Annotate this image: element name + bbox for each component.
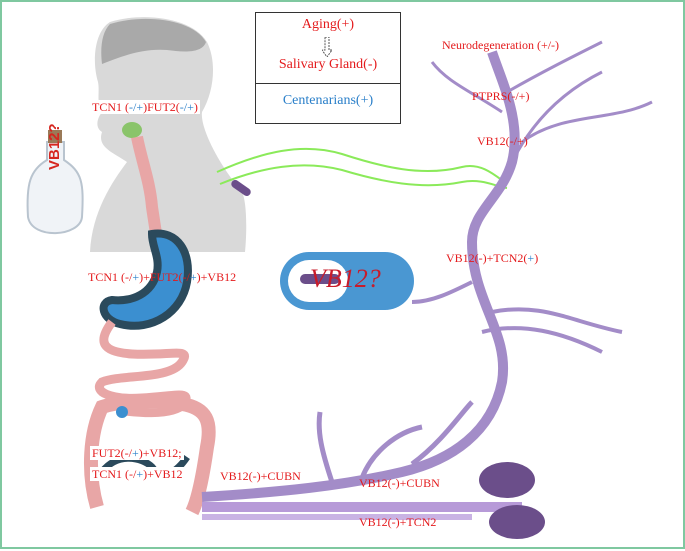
- large-intestine: [84, 394, 216, 516]
- pill-capsule-vb12-molecule: [300, 274, 340, 284]
- small-capsule: [231, 179, 251, 197]
- intestine-label-fut2: FUT2(-/+)+VB12;: [90, 446, 184, 460]
- salivary-gland: [122, 122, 142, 138]
- aging-summary-box: Aging(+) Salivary Gland(-) Centenarians(…: [255, 12, 401, 124]
- centenarians-label: Centenarians(+): [282, 93, 374, 108]
- tcn2-label-right: VB12(-)+TCN2(+): [446, 251, 539, 265]
- tcn2-label-bottom: VB12(-)+TCN2: [359, 515, 437, 529]
- green-fiber-bottom: [219, 164, 508, 189]
- human-silhouette: [90, 17, 247, 253]
- green-fiber-top: [216, 147, 508, 185]
- salivary-gland-label: Salivary Gland(-): [278, 57, 378, 72]
- down-arrow-icon: [322, 37, 332, 57]
- nerve-branch-3: [316, 400, 474, 483]
- cubn-label-left: VB12(-)+CUBN: [220, 469, 301, 483]
- intestine-label-tcn1: TCN1 (-/+)+VB12: [90, 467, 185, 481]
- nerve-branch-2: [411, 280, 623, 354]
- bottle-cork: [48, 130, 62, 143]
- stomach: [99, 229, 192, 330]
- neurodegeneration-label: Neurodegeneration (+/-): [442, 38, 560, 52]
- bottle: [26, 141, 84, 235]
- bottle-vb12-text: VB12?: [46, 123, 63, 170]
- mouth-label: TCN1 (-/+)FUT2(-/+): [90, 100, 200, 114]
- kidney-bottom: [489, 505, 545, 539]
- aging-label: Aging(+): [301, 17, 355, 32]
- esophagus: [131, 135, 163, 241]
- cubn-label-right: VB12(-)+CUBN: [359, 476, 440, 490]
- vb12-nerve-label: VB12(-/+): [477, 134, 528, 148]
- kidney-top: [479, 462, 535, 498]
- box-divider: [256, 83, 400, 84]
- hair: [101, 18, 206, 64]
- ptprs-label: PTPRS(-/+): [472, 89, 530, 103]
- appendix-dot: [116, 406, 128, 418]
- nerve-branch-1: [430, 40, 653, 163]
- stomach-label: TCN1 (-/+)+FUT2(-/+)+VB12: [88, 270, 237, 284]
- pill-vb12-text: VB12?: [310, 264, 381, 293]
